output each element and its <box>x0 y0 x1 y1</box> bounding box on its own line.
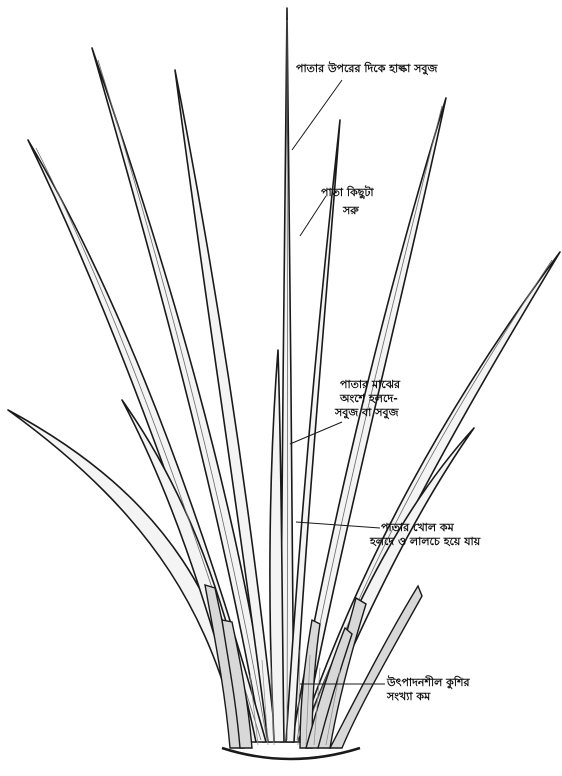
leader-tip <box>292 80 342 150</box>
label-mid-leaf-line3: সবুজ বা সবুজ <box>335 406 398 419</box>
label-leaf-tip: পাতার উপরের দিকে হাল্কা সবুজ <box>296 62 437 75</box>
label-sheath-line2: হলদে ও লালচে হয়ে যায় <box>370 535 480 548</box>
leaf-mid-5 <box>270 350 284 742</box>
leaf-left-1 <box>92 48 272 742</box>
leader-narrow <box>300 196 326 236</box>
label-leaf-narrow-line2: সরু <box>343 204 359 217</box>
label-mid-leaf-line2: অংশে হলদে- <box>340 392 398 405</box>
label-tillers-line1: উৎপাদনশীল কুশির <box>387 676 470 689</box>
ground-line <box>222 748 360 759</box>
label-sheath-line1: পাতার খোল কম <box>381 521 454 534</box>
label-tillers-line2: সংখ্যা কম <box>387 690 430 703</box>
label-mid-leaf-line1: পাতার মাঝের <box>340 378 400 391</box>
label-leaf-narrow-line1: পাতা কিছুটা <box>321 186 374 199</box>
